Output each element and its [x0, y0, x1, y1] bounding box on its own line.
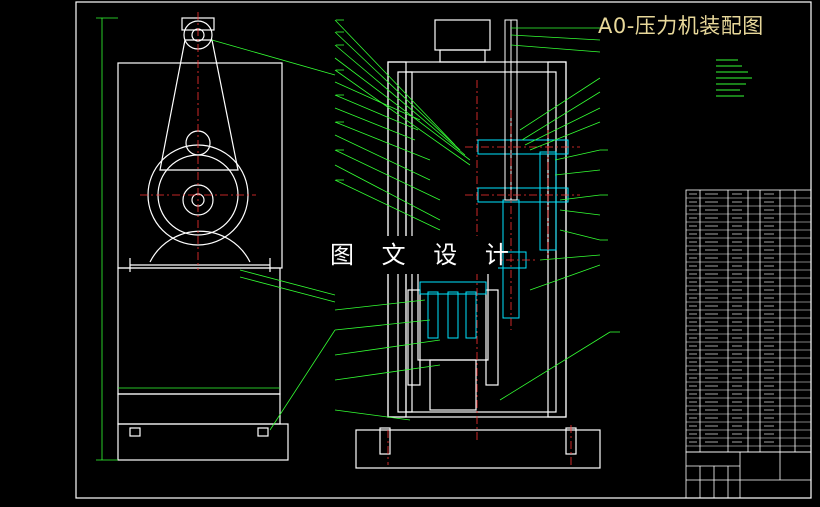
front-view-leaders-left	[334, 19, 471, 421]
parts-list-entries	[689, 193, 774, 443]
side-view-centerlines	[140, 12, 256, 270]
parts-list-table	[685, 189, 812, 453]
front-view-leaders-right	[499, 27, 620, 401]
side-view-dimensions	[96, 17, 280, 461]
technical-notes	[716, 59, 752, 97]
watermark-label: 图 文 设 计	[330, 236, 509, 274]
side-view	[117, 17, 289, 461]
part-number-marks	[336, 19, 608, 241]
title-block	[685, 451, 812, 499]
parts-list-rows	[686, 197, 811, 447]
drawing-title: A0-压力机装配图	[598, 14, 764, 38]
side-view-leaders	[211, 39, 336, 431]
